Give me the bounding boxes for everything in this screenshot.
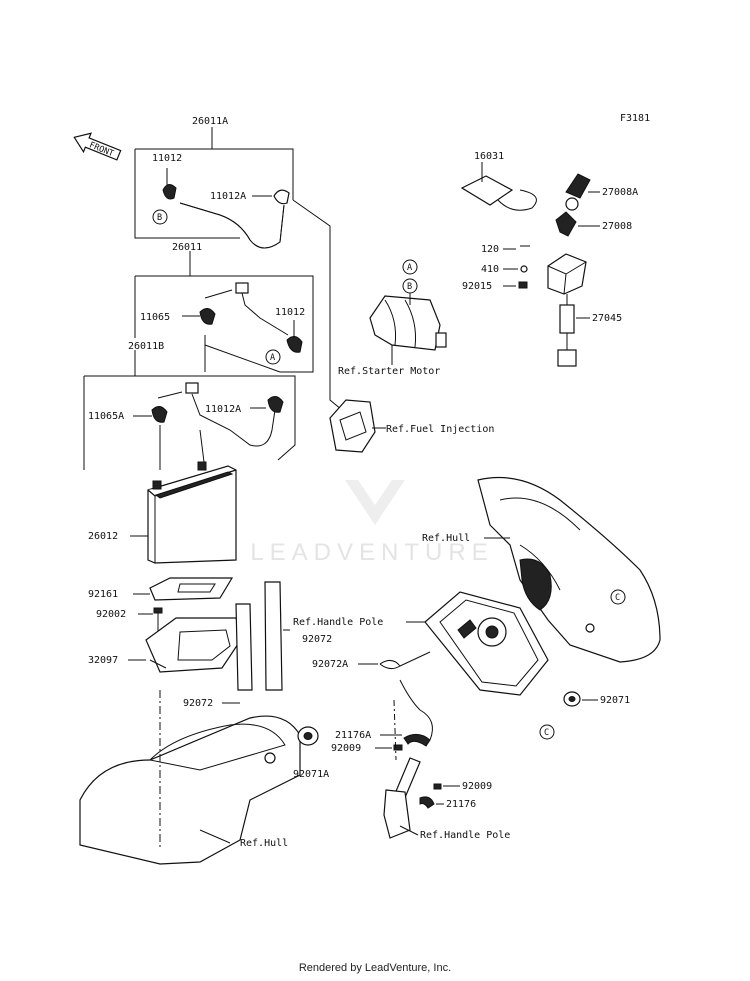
terminal-cap-11012A-top — [273, 189, 290, 205]
label-92072A: 92072A — [312, 659, 348, 670]
label-21176A: 21176A — [335, 730, 371, 741]
hull-right-hole — [585, 623, 595, 633]
ref-handle-pole-top: Ref.Handle Pole — [293, 617, 383, 628]
label-26011B: 26011B — [128, 341, 164, 352]
label-410: 410 — [481, 264, 499, 275]
ref-hull-right: Ref.Hull — [422, 533, 470, 544]
callout-c-hull-text: C — [615, 593, 620, 603]
label-92072-top: 92072 — [302, 634, 332, 645]
label-32097: 32097 — [88, 655, 118, 666]
key-27008A: 27008A — [565, 173, 638, 211]
label-11012-mid: 11012 — [275, 307, 305, 318]
label-11012A-top: 11012A — [210, 191, 246, 202]
clamp-21176: 21176 — [419, 796, 476, 810]
hull-left-hole — [264, 752, 276, 764]
cable-26011A-group: 26011A 11012 11012A B — [134, 116, 343, 411]
terminal-cap-11012 — [162, 184, 177, 200]
handle-pole-plate: Ref.Handle Pole — [293, 591, 549, 696]
connector-26011 — [235, 282, 249, 294]
callout-b-cable — [152, 209, 168, 225]
lanyard-16031: 16031 — [460, 151, 537, 211]
handle-pole-lower: Ref.Handle Pole — [383, 699, 510, 841]
label-27008: 27008 — [602, 221, 632, 232]
ref-fuel-injection: Ref.Fuel Injection — [386, 424, 494, 435]
nut-92015: 92015 — [462, 281, 528, 292]
connector-26011B — [185, 382, 199, 394]
label-21176: 21176 — [446, 799, 476, 810]
label-26012: 26012 — [88, 531, 118, 542]
clamp-21176A: 21176A — [335, 730, 431, 747]
label-16031: 16031 — [474, 151, 504, 162]
label-92161: 92161 — [88, 589, 118, 600]
cable-26011B-group: 26011B 11065A 11012A — [83, 341, 296, 471]
starter-motor: Ref.Starter Motor A B — [338, 259, 447, 377]
hull-right: Ref.Hull C — [422, 476, 661, 663]
terminal-cap-11065A — [151, 406, 168, 423]
label-26011: 26011 — [172, 242, 202, 253]
screw-120: 120 — [481, 244, 530, 255]
terminal-cap-11012-mid — [286, 336, 303, 353]
fuel-injection-box: Ref.Fuel Injection — [329, 399, 494, 453]
hull-left: Ref.Hull 92071A — [79, 690, 329, 865]
label-120: 120 — [481, 244, 499, 255]
callout-c-grommet — [539, 724, 555, 740]
switch-27045: 27045 — [547, 253, 622, 367]
figure-code: F3181 — [620, 113, 650, 124]
key-27008: 27008 — [555, 211, 632, 237]
label-92071A: 92071A — [293, 769, 329, 780]
screw-92009-a: 92009 — [331, 743, 403, 754]
callout-c-grommet-text: C — [544, 728, 549, 738]
battery-terminal-negative — [152, 480, 162, 490]
watermark-text: LEADVENTURE — [250, 539, 493, 566]
ref-handle-pole-bottom: Ref.Handle Pole — [420, 830, 510, 841]
grommet-92071: 92071 C — [539, 691, 630, 740]
label-92071: 92071 — [600, 695, 630, 706]
screw-92009-b: 92009 — [433, 781, 492, 792]
battery-26012: 26012 — [88, 461, 237, 564]
label-92009-a: 92009 — [331, 743, 361, 754]
battery-pad-92161: 92161 — [88, 577, 234, 601]
label-11012A-low: 11012A — [205, 404, 241, 415]
watermark: LEADVENTURE — [250, 480, 493, 566]
label-92015: 92015 — [462, 281, 492, 292]
label-92072-bot: 92072 — [183, 698, 213, 709]
callout-b-text: B — [157, 213, 162, 223]
front-arrow: FRONT — [73, 132, 122, 161]
ref-starter-motor: Ref.Starter Motor — [338, 366, 440, 377]
label-27008A: 27008A — [602, 187, 638, 198]
label-27045: 27045 — [592, 313, 622, 324]
strap-92072: 92072 92072 — [183, 581, 332, 709]
label-11065: 11065 — [140, 312, 170, 323]
callout-b-starter-text: B — [407, 282, 412, 292]
cable-26011-group: 26011 11065 11012 A — [134, 242, 314, 373]
label-11065A: 11065A — [88, 411, 124, 422]
terminal-cap-11065 — [199, 308, 216, 325]
label-92009-b: 92009 — [462, 781, 492, 792]
washer-410: 410 — [481, 264, 528, 275]
label-11012-top: 11012 — [152, 153, 182, 164]
battery-case-32097: 32097 — [88, 617, 243, 673]
battery-terminal-positive — [197, 461, 207, 471]
callout-a-26011-text: A — [270, 353, 275, 363]
callout-c-hull — [610, 589, 626, 605]
label-26011A: 26011A — [192, 116, 228, 127]
callout-a-starter — [402, 259, 418, 275]
ref-hull-left: Ref.Hull — [240, 838, 288, 849]
callout-a-26011 — [265, 349, 281, 365]
cable-92072A: 92072A — [312, 651, 433, 741]
callout-a-starter-text: A — [407, 263, 412, 273]
footer-credit: Rendered by LeadVenture, Inc. — [298, 962, 452, 974]
label-92002: 92002 — [96, 609, 126, 620]
terminal-cap-11012A-low — [267, 396, 284, 413]
